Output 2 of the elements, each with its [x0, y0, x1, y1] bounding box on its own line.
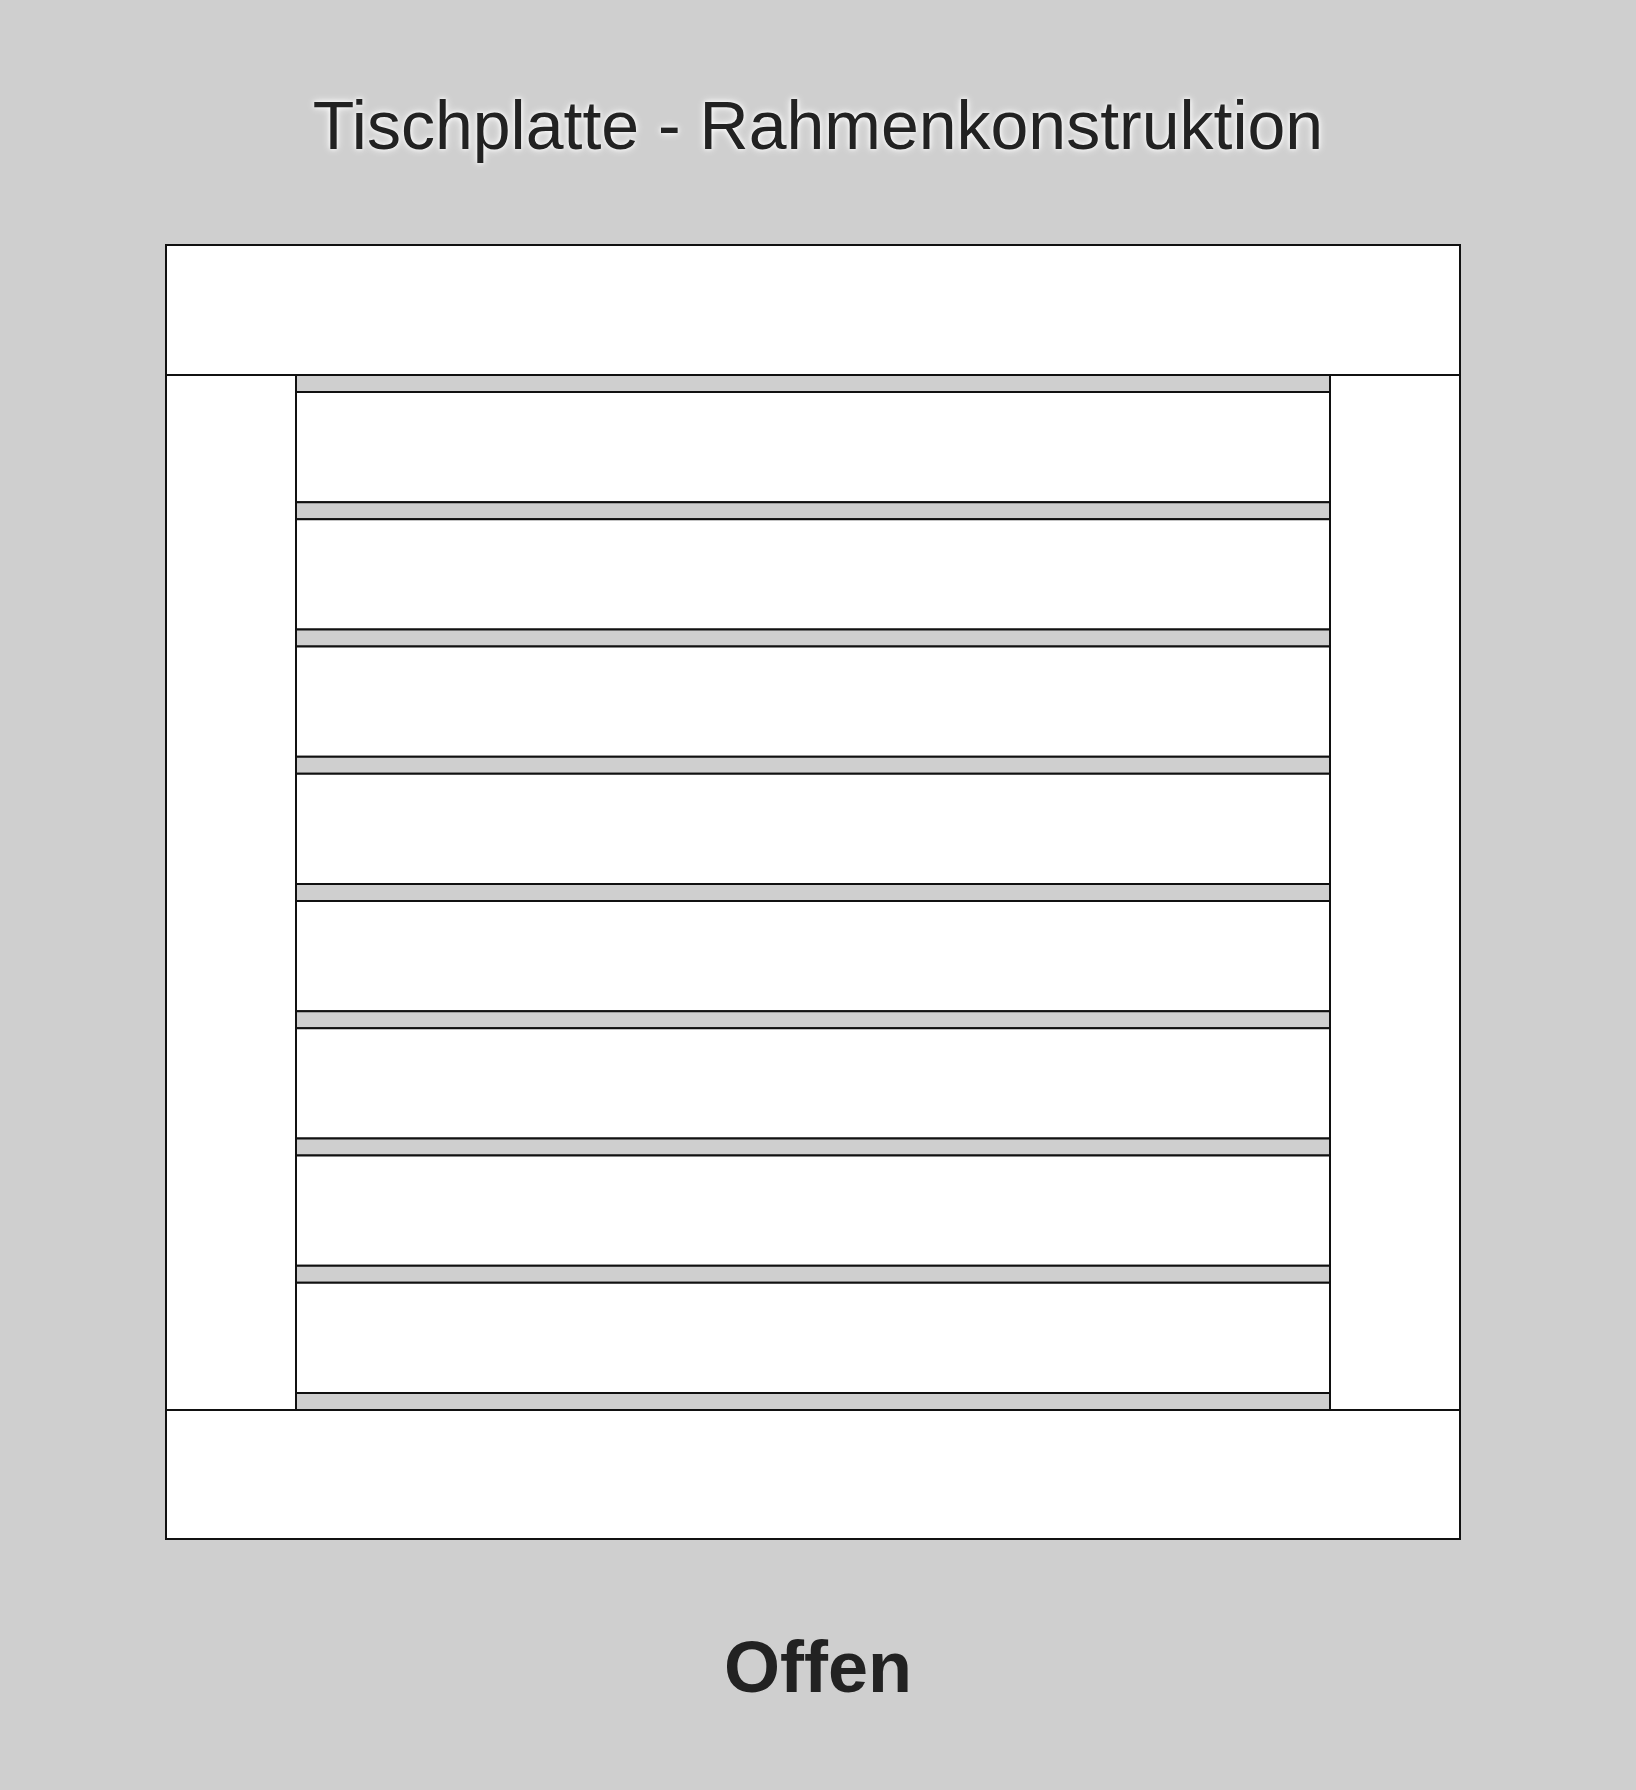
diagram-title: Tischplatte - Rahmenkonstruktion: [312, 88, 1324, 163]
caption: Offen: [724, 1628, 912, 1708]
